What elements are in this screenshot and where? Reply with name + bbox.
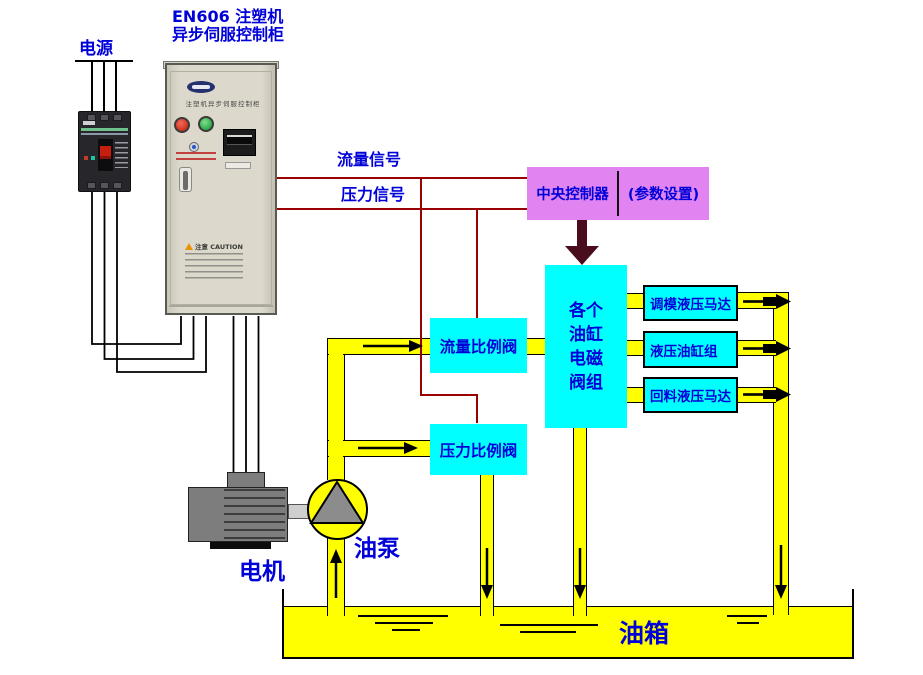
pipe-pressurevalve-return: [480, 475, 494, 616]
tank-bottom-edge: [282, 657, 854, 659]
power-bus-lines: [75, 60, 133, 111]
cabinet-door: [170, 71, 272, 305]
breaker-indicator-red: [84, 156, 88, 160]
brand-logo: [187, 81, 215, 93]
signal-wire-to-pressure-valve: [420, 178, 478, 423]
signal-wires: [277, 177, 527, 423]
tank-label: 油箱: [619, 619, 670, 648]
controller-name: 中央控制器: [536, 187, 609, 203]
controller-divider: [617, 171, 619, 216]
warning-triangle-icon: [185, 242, 193, 250]
warning-text-lines: [176, 152, 216, 164]
tank-top-edge: [283, 605, 853, 608]
caution-label: 注意 CAUTION: [195, 243, 243, 251]
cabinet-to-motor-wires: [232, 316, 260, 472]
pipe-pump-riser: [327, 338, 345, 480]
breaker-terminal: [87, 114, 96, 121]
breaker-terminal: [113, 182, 122, 189]
servo-control-cabinet: 注塑机异步伺服控制柜 注意 CAUTION: [165, 63, 277, 315]
pressure-proportional-valve: 压力比例阀: [430, 424, 527, 475]
hydraulic-cylinder-group: 液压油缸组: [643, 331, 738, 368]
tank-right-wall: [852, 589, 854, 659]
breaker-indicator-teal: [91, 156, 95, 160]
breaker-terminal: [100, 114, 109, 121]
circuit-breaker: [78, 111, 131, 192]
flow-proportional-valve: 流量比例阀: [430, 318, 527, 373]
caution-sticker: 注意 CAUTION: [185, 241, 243, 286]
pipe-manifold-to-actuator-1: [627, 293, 643, 309]
display-label: [225, 162, 251, 169]
breaker-terminal: [100, 182, 109, 189]
breaker-terminal: [87, 182, 96, 189]
cylinder-solenoid-valve-manifold: 各个 油缸 电磁 阀组: [545, 265, 627, 428]
pipe-actuator3-to-riser: [738, 387, 776, 403]
power-supply-label: 电源: [79, 39, 113, 59]
pipe-actuator2-to-riser: [738, 340, 776, 356]
oil-tank: [283, 607, 853, 658]
motor-fins: [224, 489, 285, 540]
cabinet-vent: [169, 305, 273, 307]
stop-button: [174, 117, 190, 133]
start-button: [198, 116, 214, 132]
tank-left-wall: [282, 589, 284, 659]
breaker-green-strip: [81, 128, 128, 131]
breaker-terminal: [113, 114, 122, 121]
selector-knob: [189, 142, 199, 152]
motor-label: 电机: [239, 559, 285, 585]
breaker-label: [83, 121, 95, 125]
motor-terminal-box: [227, 472, 265, 488]
pump-label: 油泵: [354, 536, 400, 562]
material-return-hydraulic-motor: 回料液压马达: [643, 377, 738, 413]
cabinet-panel-title: 注塑机异步伺服控制柜: [185, 100, 261, 108]
pipe-manifold-to-actuator-3: [627, 387, 643, 403]
pipe-actuator1-to-riser: [738, 292, 776, 309]
diagram-title-line2: 异步伺服控制柜: [172, 25, 285, 44]
door-handle: [179, 167, 192, 192]
pressure-signal-label: 压力信号: [341, 185, 406, 204]
motor-shaft: [288, 504, 309, 519]
pipe-junction-patch: [329, 353, 343, 356]
digital-display: [223, 129, 256, 156]
pipe-manifold-to-actuator-2: [627, 340, 643, 356]
controller-command-arrow: [565, 220, 599, 265]
motor-base: [210, 542, 271, 549]
pipe-tank-to-pump: [327, 538, 345, 616]
breaker-switch: [98, 139, 113, 171]
pipe-right-return-riser: [773, 292, 789, 615]
central-controller: 中央控制器 (参数设置): [527, 167, 709, 220]
parameter-setting: (参数设置): [627, 187, 700, 203]
diagram-title-line1: EN606 注塑机: [172, 7, 284, 26]
flow-signal-label: 流量信号: [337, 150, 402, 169]
pipe-manifold-return: [573, 428, 587, 616]
pipe-junction-patch: [329, 455, 343, 458]
pipe-flowvalve-to-manifold: [527, 338, 545, 355]
mold-adjust-hydraulic-motor: 调模液压马达: [643, 285, 738, 321]
pipe-junction-patch: [329, 440, 343, 442]
